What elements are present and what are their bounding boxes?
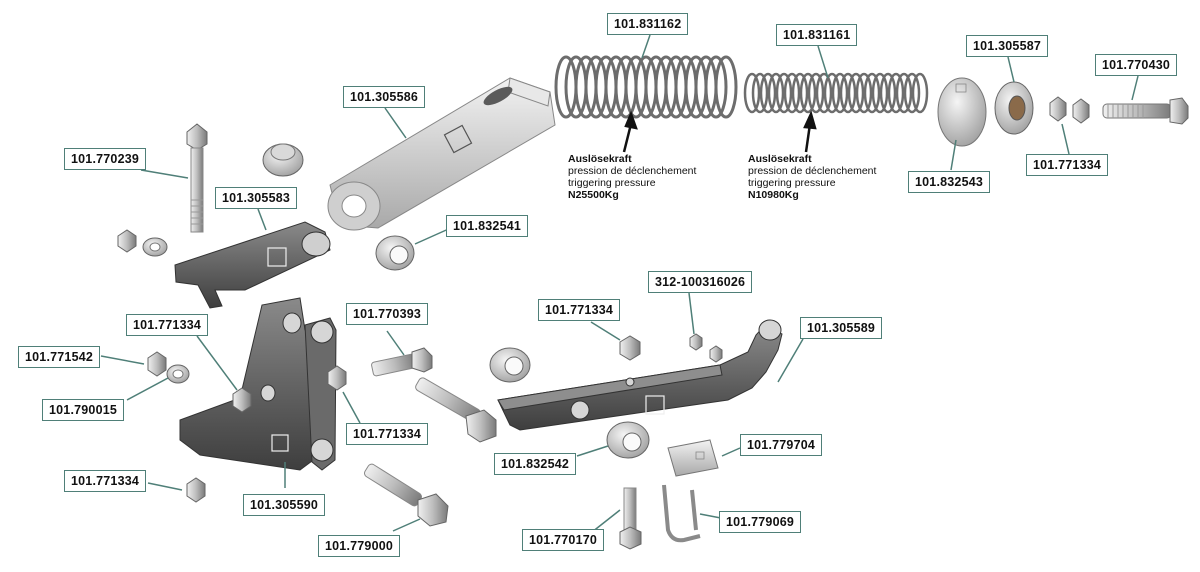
label-101-305589: 101.305589	[800, 317, 883, 339]
note-small-fr: pression de déclenchement	[748, 165, 877, 177]
label-101-771334-mid: 101.771334	[538, 299, 621, 321]
nuts-arm	[619, 333, 723, 363]
note-large-value: N25500Kg	[568, 189, 619, 201]
bolt-101-779000	[364, 463, 449, 527]
note-small-en: triggering pressure	[748, 177, 836, 189]
note-spring-large: Auslösekraft pression de déclenchement t…	[568, 153, 696, 201]
bushing-top	[262, 143, 304, 177]
leader-lines	[100, 34, 1139, 537]
label-101-770430: 101.770430	[1095, 54, 1178, 76]
label-101-770393: 101.770393	[346, 303, 429, 325]
bushing-mid	[489, 347, 531, 383]
note-large-fr: pression de déclenchement	[568, 165, 697, 177]
long-bolt-center	[415, 377, 497, 443]
long-arm	[497, 319, 783, 431]
label-101-771334-bottom: 101.771334	[64, 470, 147, 492]
label-101-770170: 101.770170	[522, 529, 605, 551]
lower-frame	[179, 297, 337, 471]
label-101-771334-left: 101.771334	[126, 314, 209, 336]
note-small-value: N10980Kg	[748, 189, 799, 201]
bushing-101-832541	[375, 235, 415, 271]
label-101-305583: 101.305583	[215, 187, 298, 209]
note-large-en: triggering pressure	[568, 177, 656, 189]
u-bolt	[662, 484, 701, 543]
note-spring-small: Auslösekraft pression de déclenchement t…	[748, 153, 876, 201]
nut-washer-left-lower	[147, 351, 347, 503]
bushing-101-832542	[606, 421, 650, 459]
spring-small	[743, 72, 929, 114]
spring-large	[554, 55, 738, 119]
spring-tube	[327, 77, 556, 231]
label-101-305587: 101.305587	[966, 35, 1049, 57]
upper-bracket	[174, 221, 331, 309]
label-312-100316026: 312-100316026	[648, 271, 753, 293]
label-101-305586: 101.305586	[343, 86, 426, 108]
label-101-771334-center: 101.771334	[346, 423, 429, 445]
label-101-832541: 101.832541	[446, 215, 529, 237]
label-101-771334-top: 101.771334	[1026, 154, 1109, 176]
bolt-101-770170	[619, 487, 642, 550]
label-101-779704: 101.779704	[740, 434, 823, 456]
trigger-arrows	[622, 110, 817, 153]
bolt-101-770393	[371, 347, 433, 377]
label-101-771542: 101.771542	[18, 346, 101, 368]
label-101-779069: 101.779069	[719, 511, 802, 533]
note-large-title: Auslösekraft	[568, 153, 632, 165]
long-bolt-top-right	[1102, 97, 1189, 125]
nuts-top-right	[1049, 96, 1090, 124]
vertical-bolt	[186, 123, 208, 233]
label-101-832542: 101.832542	[494, 453, 577, 475]
nut-washer-left-upper	[117, 229, 168, 257]
label-101-779000: 101.779000	[318, 535, 401, 557]
label-101-832543: 101.832543	[908, 171, 991, 193]
clip-plate	[667, 439, 719, 477]
label-101-831162: 101.831162	[607, 13, 689, 35]
label-101-831161: 101.831161	[776, 24, 858, 46]
thick-washer	[994, 81, 1034, 135]
label-101-305590: 101.305590	[243, 494, 326, 516]
disc-plate	[937, 77, 987, 147]
label-101-790015: 101.790015	[42, 399, 125, 421]
label-101-770239: 101.770239	[64, 148, 147, 170]
note-small-title: Auslösekraft	[748, 153, 812, 165]
